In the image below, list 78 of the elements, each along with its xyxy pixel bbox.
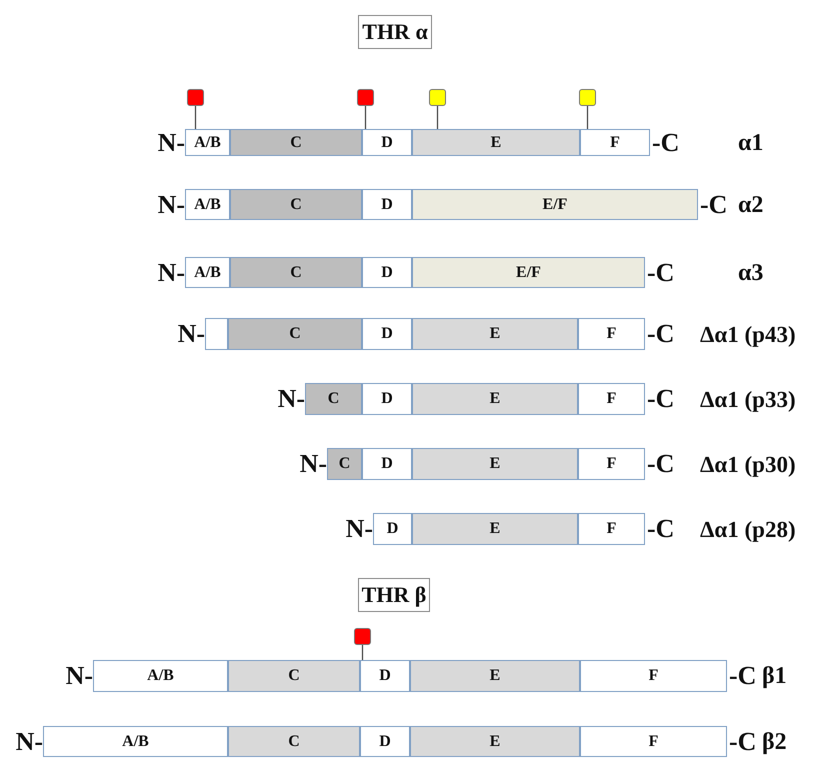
domain-segment: E [412, 318, 578, 350]
domain-segment: F [580, 660, 727, 692]
terminus-label: -C [652, 130, 680, 156]
domain-segment: C [327, 448, 362, 480]
domain-segment: F [580, 726, 727, 757]
domain-segment: F [580, 129, 650, 156]
terminus-label: N- [346, 516, 373, 542]
terminus-label: N- [16, 728, 43, 754]
domain-segment: C [228, 660, 360, 692]
terminus-label: N- [178, 321, 205, 347]
terminus-label: -C [647, 321, 674, 347]
terminus-label: N- [278, 386, 305, 412]
terminus-label: N- [158, 260, 185, 286]
domain-segment: A/B [185, 189, 230, 220]
heading-box: THR β [358, 578, 430, 612]
domain-segment: D [362, 189, 412, 220]
domain-segment: C [230, 129, 362, 156]
terminus-label: -C [647, 386, 674, 412]
isoform-label: α1 [738, 130, 764, 154]
isoform-label: α3 [738, 260, 764, 284]
domain-segment: D [362, 129, 412, 156]
domain-segment: C [230, 189, 362, 220]
domain-segment: A/B [185, 257, 230, 288]
domain-segment: E [410, 726, 580, 757]
domain-segment: E [412, 448, 578, 480]
connector-line [194, 106, 196, 129]
domain-segment: D [362, 448, 412, 480]
isoform-label: α2 [738, 192, 764, 216]
domain-segment: C [230, 257, 362, 288]
isoform-label: Δα1 (p30) [700, 452, 796, 476]
terminus-label: -C [647, 260, 674, 286]
terminus-label: -C [647, 451, 674, 477]
domain-segment: D [360, 660, 410, 692]
isoform-label: Δα1 (p43) [700, 322, 796, 346]
terminus-label: -C [647, 516, 674, 542]
empty-segment [205, 318, 228, 350]
domain-segment: D [360, 726, 410, 757]
domain-segment: A/B [185, 129, 230, 156]
terminus-label: N- [158, 130, 185, 156]
domain-segment: E/F [412, 189, 698, 220]
domain-segment: C [305, 383, 362, 415]
isoform-label: β2 [762, 730, 787, 754]
site-marker [579, 89, 596, 106]
site-marker [429, 89, 446, 106]
isoform-label: β1 [762, 664, 787, 688]
domain-segment: C [228, 318, 362, 350]
domain-segment: D [362, 318, 412, 350]
domain-segment: E [410, 660, 580, 692]
domain-segment: E [412, 129, 580, 156]
domain-segment: A/B [93, 660, 228, 692]
terminus-label: N- [300, 451, 327, 477]
terminus-label: N- [66, 663, 93, 689]
terminus-label: -C [729, 728, 756, 754]
domain-segment: F [578, 383, 645, 415]
domain-segment: F [578, 513, 645, 545]
terminus-label: -C [700, 192, 728, 218]
domain-segment: D [362, 383, 412, 415]
domain-segment: E/F [412, 257, 645, 288]
terminus-label: -C [729, 663, 756, 689]
heading-box: THR α [358, 15, 432, 49]
site-marker [357, 89, 374, 106]
domain-segment: E [412, 513, 578, 545]
domain-segment: C [228, 726, 360, 757]
connector-line [362, 645, 364, 660]
connector-line [436, 106, 438, 129]
domain-segment: D [373, 513, 412, 545]
connector-line [586, 106, 588, 129]
domain-segment: E [412, 383, 578, 415]
domain-segment: F [578, 448, 645, 480]
site-marker [187, 89, 204, 106]
domain-segment: F [578, 318, 645, 350]
domain-segment: A/B [43, 726, 228, 757]
terminus-label: N- [158, 192, 185, 218]
site-marker [354, 628, 371, 645]
isoform-label: Δα1 (p33) [700, 388, 796, 410]
connector-line [364, 106, 366, 129]
domain-segment: D [362, 257, 412, 288]
isoform-label: Δα1 (p28) [700, 518, 796, 540]
